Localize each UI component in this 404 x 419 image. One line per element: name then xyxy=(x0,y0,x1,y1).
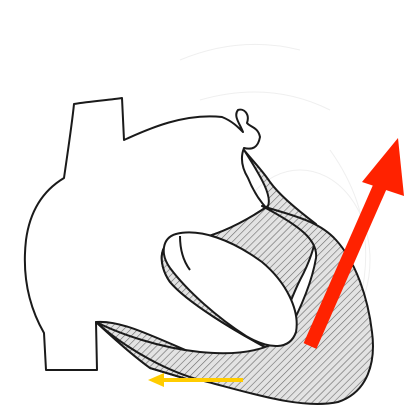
heart-diagram xyxy=(0,0,404,419)
diagram-canvas xyxy=(0,0,404,419)
